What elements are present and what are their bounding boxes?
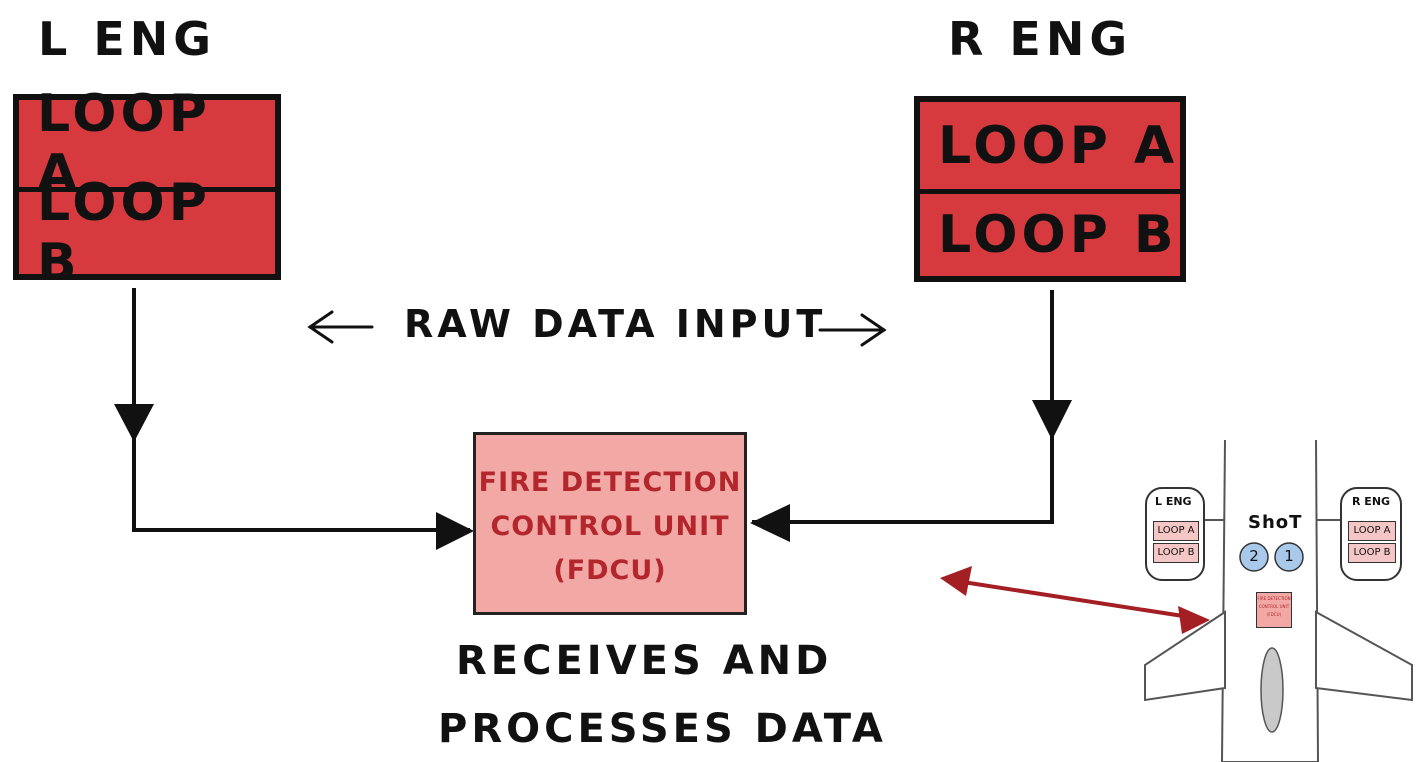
right-down-arrowhead [1032,400,1072,440]
fdcu-line-3: (FDCU) [553,555,667,586]
fdcu-caption-line-1: RECEIVES AND [456,638,833,684]
aircraft-brand-label: ShoT [1248,512,1303,533]
left-engine-loop-box: LOOP A LOOP B [13,83,281,293]
raw-data-input-label: RAW DATA INPUT [404,302,827,346]
raw-data-left-arrow [307,310,374,344]
aircraft-seat-1-label: 1 [1284,547,1294,565]
right-engine-title: R ENG [948,12,1133,66]
aircraft-left-engine-label: L ENG [1155,495,1192,508]
fdcu-line-1: FIRE DETECTION [478,467,742,498]
aircraft-left-loop-b: LOOP B [1153,543,1199,563]
aircraft-left-loop-a: LOOP A [1153,521,1199,541]
aircraft-right-engine-label: R ENG [1352,495,1391,508]
left-right-arrowhead [436,512,474,550]
right-engine-loop-box: LOOP A LOOP B [914,96,1186,282]
right-loop-b: LOOP B [920,189,1180,276]
left-loop-a: LOOP A [37,83,211,204]
raw-data-right-arrow [818,313,887,347]
aircraft-link-arrow [940,566,1210,634]
fdcu-caption-line-2: PROCESSES DATA [438,706,887,752]
fdcu-line-2: CONTROL UNIT [490,511,730,542]
aircraft-seat-2-label: 2 [1249,547,1259,565]
left-down-arrowhead [114,404,154,442]
aircraft-tail-fin [1260,647,1284,733]
right-left-arrowhead [750,504,790,542]
right-loop-a: LOOP A [938,115,1179,176]
left-loop-b: LOOP B [19,173,275,293]
aircraft-right-loop-a: LOOP A [1348,521,1396,541]
fdcu-box: FIRE DETECTION CONTROL UNIT (FDCU) [473,432,747,615]
left-engine-title: L ENG [38,12,217,66]
aircraft-mini-fdcu: FIRE DETECTION CONTROL UNIT (FDCU) [1256,592,1292,628]
aircraft-right-wing [1315,610,1413,702]
aircraft-right-loop-b: LOOP B [1348,543,1396,563]
aircraft-left-wing [1144,610,1226,702]
